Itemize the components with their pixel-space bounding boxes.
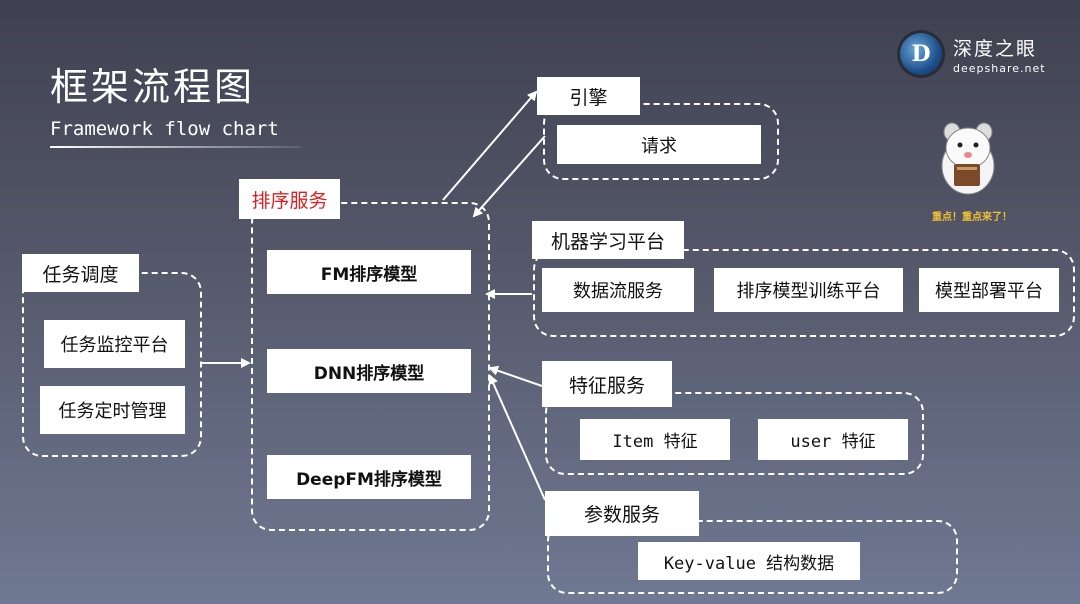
brand-url: deepshare.net	[953, 62, 1046, 75]
ml-platform-label: 机器学习平台	[532, 221, 684, 259]
subtitle-underline	[50, 146, 300, 148]
deploy-platform-box: 模型部署平台	[919, 268, 1059, 312]
arrow-ranking-to-engine	[442, 90, 538, 201]
brand-logo-icon: D	[897, 30, 945, 78]
arrow-feature-to-ranking	[488, 365, 543, 387]
kv-data-box: Key-value 结构数据	[638, 542, 860, 580]
arrow-engine-to-ranking	[472, 135, 546, 218]
ml-platform-group	[533, 249, 1075, 337]
engine-label: 引擎	[537, 77, 640, 115]
param-service-group	[547, 520, 958, 594]
mascot-caption: 重点！重点来了！	[932, 212, 1012, 223]
request-box: 请求	[557, 125, 761, 164]
page-subtitle: Framework flow chart	[50, 118, 279, 140]
task-schedule-label: 任务调度	[22, 254, 139, 292]
dataflow-box: 数据流服务	[542, 268, 694, 312]
feature-service-group	[545, 392, 924, 475]
training-platform-box: 排序模型训练平台	[714, 268, 903, 312]
arrow-param-to-ranking	[488, 374, 546, 501]
task-monitor-box: 任务监控平台	[44, 320, 185, 368]
engine-group	[543, 103, 779, 180]
ranking-service-label: 排序服务	[239, 179, 340, 219]
param-service-label: 参数服务	[545, 491, 699, 536]
page-title: 框架流程图	[50, 65, 256, 109]
brand-name: 深度之眼	[953, 38, 1038, 60]
task-timer-box: 任务定时管理	[40, 386, 185, 434]
fm-model-box: FM排序模型	[267, 250, 471, 294]
user-feature-box: user 特征	[758, 419, 908, 460]
deepfm-model-box: DeepFM排序模型	[267, 455, 471, 499]
feature-service-label: 特征服务	[542, 361, 672, 407]
item-feature-box: Item 特征	[580, 419, 730, 460]
hamster-mascot-icon	[941, 122, 995, 195]
dnn-model-box: DNN排序模型	[267, 349, 471, 393]
